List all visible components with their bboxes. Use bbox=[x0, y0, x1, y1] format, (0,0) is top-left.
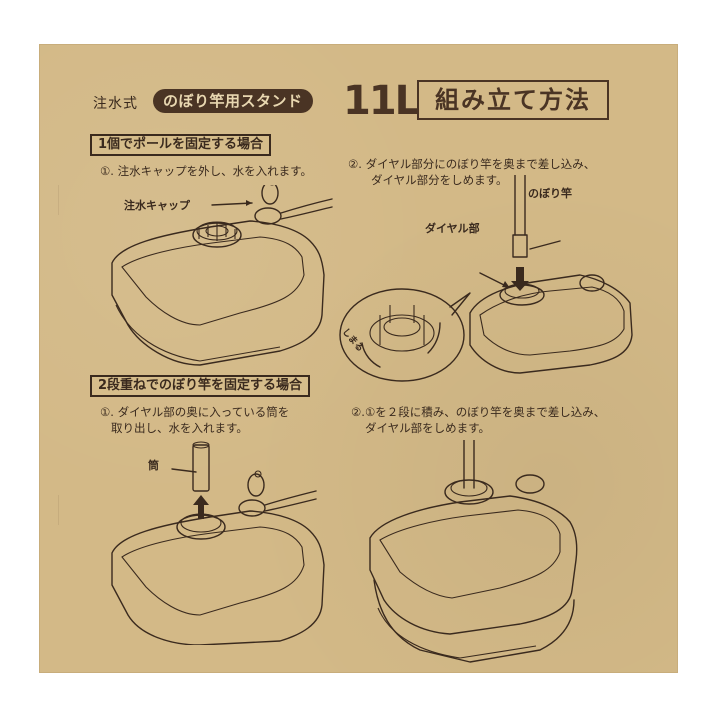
tank-cap-open-illustration bbox=[111, 185, 333, 366]
cardboard-panel: 注水式 のぼり竿用スタンド 11L 組み立て方法 1個でポールを固定する場合 ①… bbox=[40, 45, 677, 672]
section2-step1-line1: ①. ダイヤル部の奥に入っている筒を bbox=[100, 405, 290, 419]
section2-heading: 2段重ねでのぼり竿を固定する場合 bbox=[90, 375, 311, 397]
cap-label: 注水キャップ bbox=[124, 199, 190, 212]
dial-label: ダイヤル部 bbox=[425, 222, 480, 235]
tube-label: 筒 bbox=[148, 459, 159, 472]
section2-step2-line1: ②.①を２段に積み、のぼり竿を奥まで差し込み、 bbox=[351, 405, 606, 419]
capacity-label: 11L bbox=[343, 78, 420, 124]
show-through-mark bbox=[58, 495, 89, 525]
section1-step1-text: ①. 注水キャップを外し、水を入れます。 bbox=[100, 164, 312, 178]
page-title: 組み立て方法 bbox=[417, 80, 609, 120]
section1-heading: 1個でポールを固定する場合 bbox=[90, 134, 272, 156]
tube-removal-illustration bbox=[111, 441, 325, 645]
section2-step1-line2: 取り出し、水を入れます。 bbox=[111, 421, 248, 435]
section2-step2-line2: ダイヤル部をしめます。 bbox=[365, 421, 491, 435]
kicker-text: 注水式 bbox=[93, 96, 138, 112]
pole-insert-illustration bbox=[339, 175, 633, 382]
section1-step2-line1: ②. ダイヤル部分にのぼり竿を奥まで差し込み、 bbox=[348, 157, 596, 171]
stacked-tanks-illustration bbox=[369, 440, 578, 663]
product-name-pill: のぼり竿用スタンド bbox=[153, 89, 313, 113]
show-through-mark bbox=[58, 185, 89, 215]
pole-label: のぼり竿 bbox=[528, 187, 572, 200]
section1-step2-line2: ダイヤル部分をしめます。 bbox=[371, 173, 508, 187]
